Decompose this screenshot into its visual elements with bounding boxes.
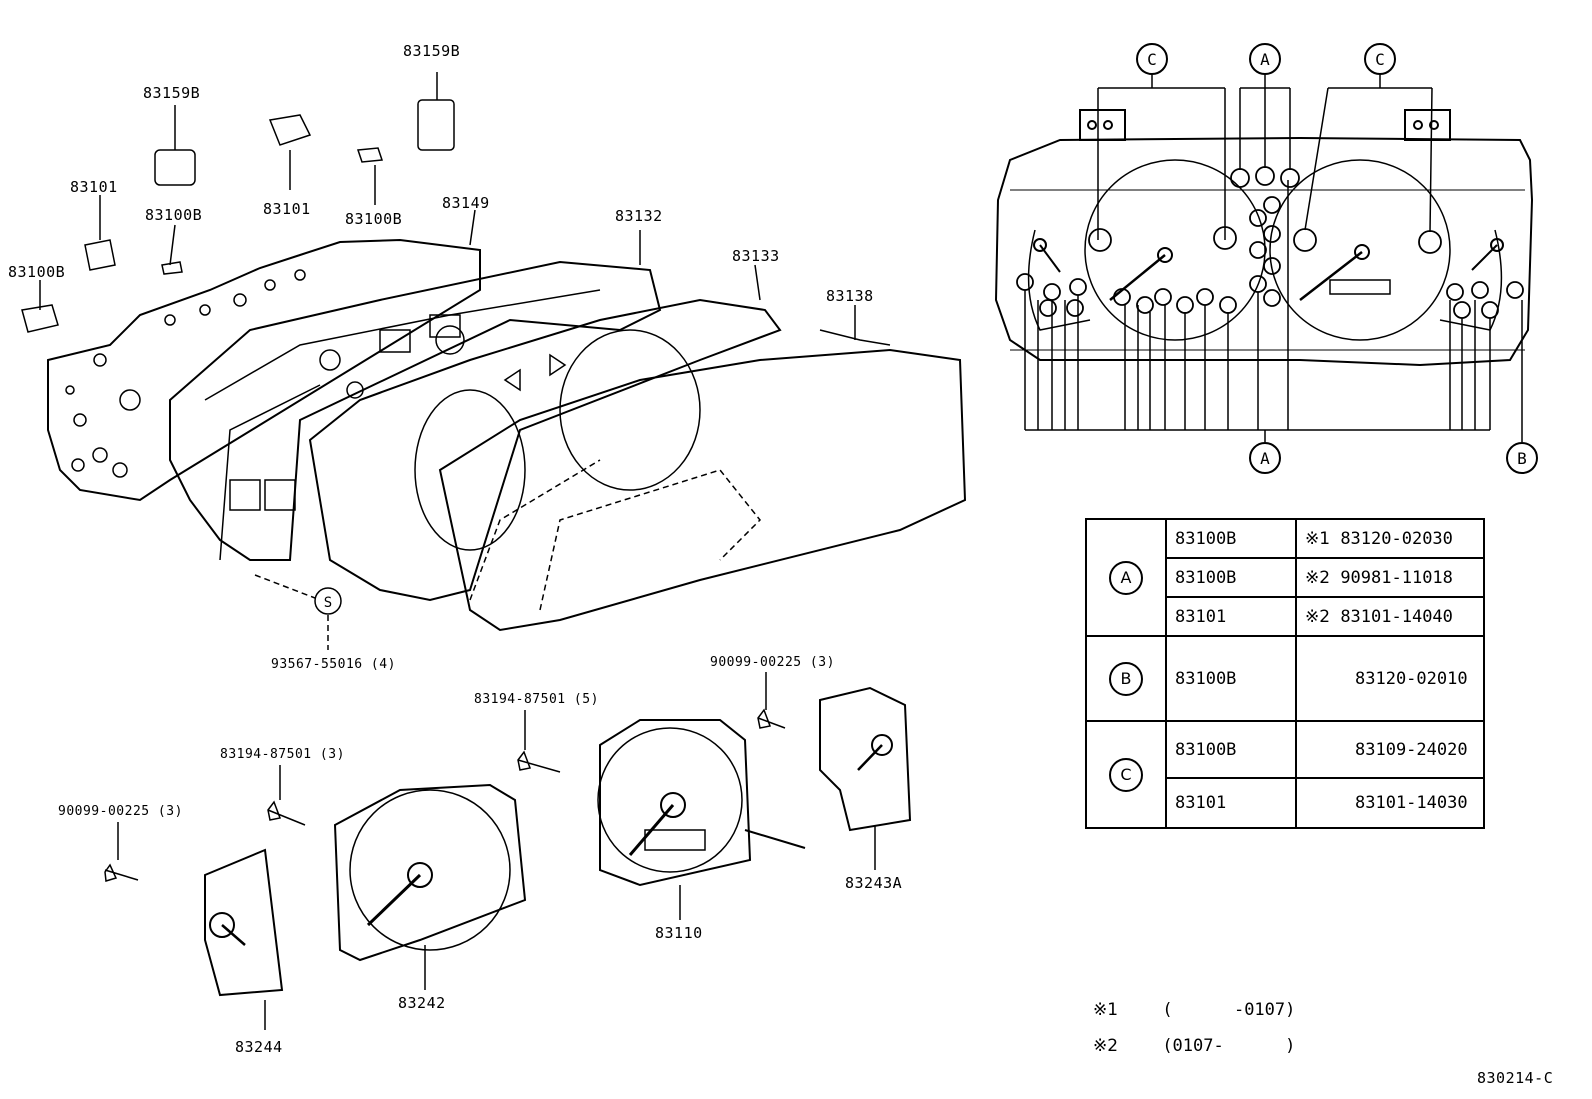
sockets-and-bulbs <box>21 99 455 333</box>
label-83100b-b: 83100B <box>345 210 403 228</box>
cluster-glass <box>438 348 967 632</box>
note-2-text: (0107- ) <box>1162 1036 1296 1056</box>
label-83194-b: 83194-87501 (3) <box>220 747 345 762</box>
legend-a-num-2: ※2 90981-11018 <box>1295 557 1485 599</box>
label-83110: 83110 <box>655 924 703 942</box>
label-90099-a: 90099-00225 (3) <box>710 655 835 670</box>
legend-c-num-2: 83101-14030 <box>1295 776 1485 830</box>
cluster-bulb-sockets <box>1016 166 1524 319</box>
label-83159b-top: 83159B <box>403 42 461 60</box>
legend-a-part-1: 83100B <box>1165 517 1297 560</box>
tachometer <box>333 783 527 962</box>
label-93567: 93567-55016 (4) <box>271 657 396 672</box>
label-83242: 83242 <box>398 994 446 1012</box>
callout-a-top: A <box>1260 50 1270 69</box>
legend-b-num-1: 83120-02010 <box>1295 635 1485 723</box>
figure-id: 830214-C <box>1477 1069 1554 1087</box>
label-83244: 83244 <box>235 1038 283 1056</box>
callout-c-right: C <box>1375 50 1385 69</box>
cluster-front <box>994 136 1534 367</box>
legend-c-part-1: 83100B <box>1165 720 1297 779</box>
legend-table: A 83100B ※1 83120-02030 83100B ※2 90981-… <box>1085 517 1485 830</box>
screws <box>104 672 786 882</box>
legend-a-num-1: ※1 83120-02030 <box>1295 517 1485 560</box>
dial-plate <box>308 298 782 602</box>
legend-a-num-3: ※2 83101-14040 <box>1295 596 1485 638</box>
legend-a-part-2: 83100B <box>1165 557 1297 599</box>
label-83194-a: 83194-87501 (5) <box>474 692 599 707</box>
callout-a-bottom: A <box>1260 449 1270 468</box>
label-83138: 83138 <box>826 287 874 305</box>
circuit-plate-holes <box>65 269 306 478</box>
note-2-mark: ※2 <box>1093 1036 1119 1056</box>
legend-b-part-1: 83100B <box>1165 635 1297 723</box>
note-2: ※2 (0107- ) <box>1093 1036 1295 1056</box>
circuit-plate <box>47 238 481 502</box>
screw-s-letter: S <box>324 595 332 611</box>
note-1-mark: ※1 <box>1093 1000 1119 1020</box>
fuel-gauge <box>819 686 912 832</box>
label-83243a: 83243A <box>845 874 903 892</box>
label-83101-mid: 83101 <box>263 200 311 218</box>
legend-a-part-3: 83101 <box>1165 596 1297 638</box>
cluster-case <box>169 260 662 561</box>
note-1-text: ( -0107) <box>1162 1000 1296 1020</box>
label-83159b-left: 83159B <box>143 84 201 102</box>
label-83132: 83132 <box>615 207 663 225</box>
legend-group-a: A <box>1085 517 1167 638</box>
callout-c-left: C <box>1147 50 1157 69</box>
legend-group-b: B <box>1085 635 1167 723</box>
label-83149: 83149 <box>442 194 490 212</box>
case-sockets <box>229 314 465 511</box>
temp-gauge <box>204 848 284 997</box>
label-83100b-c: 83100B <box>8 263 66 281</box>
note-1: ※1 ( -0107) <box>1093 1000 1295 1020</box>
label-83133: 83133 <box>732 247 780 265</box>
legend-c-part-2: 83101 <box>1165 776 1297 830</box>
speedometer <box>599 719 752 887</box>
callout-b: B <box>1517 449 1527 468</box>
label-90099-b: 90099-00225 (3) <box>58 804 183 819</box>
label-83101-left: 83101 <box>70 178 118 196</box>
callout-leaders <box>1024 74 1523 442</box>
legend-group-c: C <box>1085 720 1167 829</box>
label-83100b-a: 83100B <box>145 206 203 224</box>
legend-c-num-1: 83109-24020 <box>1295 720 1485 779</box>
